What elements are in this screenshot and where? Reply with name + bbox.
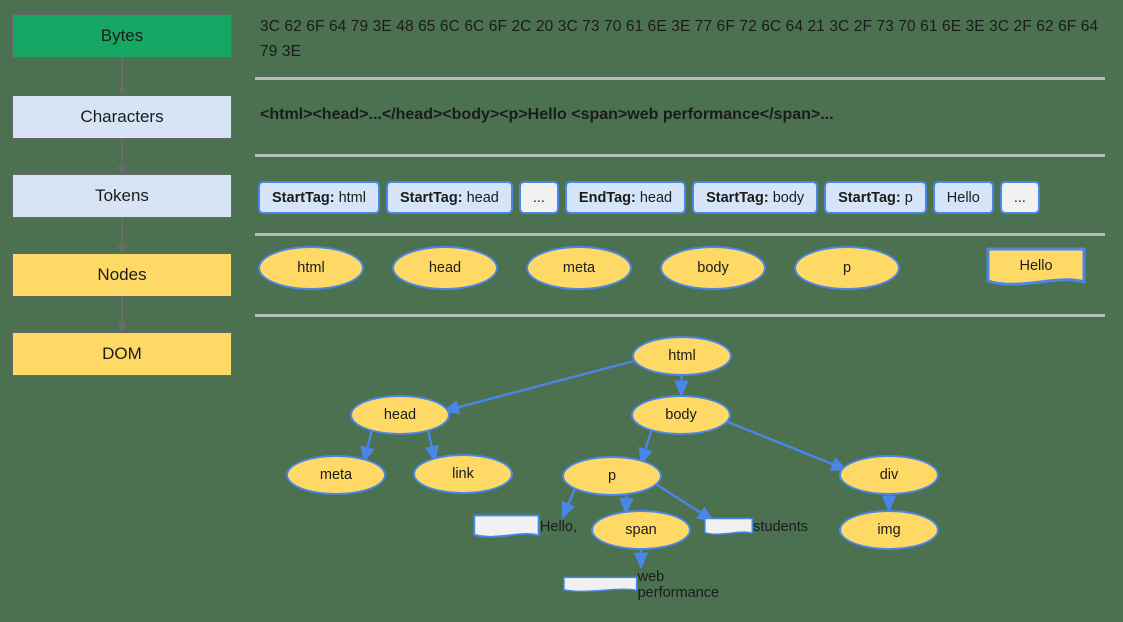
token-kind: StartTag: — [272, 189, 335, 206]
pipeline-step-label: Tokens — [95, 186, 149, 205]
tree-node-label: p — [607, 468, 617, 484]
pipeline-step-characters: Characters — [12, 95, 232, 139]
pipeline-step-label: DOM — [102, 344, 142, 363]
tree-node-img[interactable]: img — [839, 510, 939, 550]
tree-node-label: meta — [319, 467, 353, 483]
tree-node-p[interactable]: p — [562, 456, 662, 496]
tree-node-label: Hello, — [539, 519, 577, 535]
divider-0 — [255, 77, 1105, 80]
tree-node-label: html — [668, 348, 696, 364]
node-label: html — [297, 260, 325, 276]
token-value: head — [639, 189, 673, 206]
pipeline-arrow-1 — [117, 139, 127, 174]
token-kind: EndTag: — [578, 189, 636, 206]
tree-node-label: img — [877, 522, 901, 538]
pipeline-step-label: Characters — [80, 107, 164, 126]
node-label: head — [428, 260, 462, 276]
tree-node-label: body — [665, 407, 697, 423]
tree-node-link[interactable]: link — [413, 454, 513, 494]
node-text-hello[interactable]: Hello — [986, 247, 1086, 289]
tree-node-label: head — [383, 407, 417, 423]
pipeline-step-dom: DOM — [12, 332, 232, 376]
node-row: html head meta body p Hello — [258, 246, 1086, 290]
token-chip[interactable]: StartTag:head — [385, 181, 513, 214]
node-row-spacer — [928, 268, 958, 269]
token-chip[interactable]: ... — [999, 181, 1040, 214]
token-chip[interactable]: StartTag:html — [258, 181, 380, 214]
tree-node-label: div — [879, 467, 899, 483]
tree-node-label: link — [452, 466, 474, 482]
node-ellipse-body[interactable]: body — [660, 246, 766, 290]
pipeline-step-label: Nodes — [97, 265, 147, 284]
token-chip[interactable]: EndTag:head — [564, 181, 687, 214]
token-kind: StartTag: — [706, 189, 769, 206]
pipeline-arrow-2 — [117, 218, 127, 253]
pipeline-arrow-3 — [117, 297, 127, 332]
tree-node-head[interactable]: head — [350, 395, 450, 435]
tree-node-meta[interactable]: meta — [286, 455, 386, 495]
divider-2 — [255, 233, 1105, 236]
pipeline-step-bytes: Bytes — [12, 14, 232, 58]
node-ellipse-p[interactable]: p — [794, 246, 900, 290]
token-chip[interactable]: StartTag:p — [824, 181, 927, 214]
token-value: ... — [532, 189, 545, 206]
pipeline-step-tokens: Tokens — [12, 174, 232, 218]
tree-node-label: span — [625, 522, 657, 538]
tree-node-webp[interactable]: web performance — [563, 567, 719, 603]
tree-node-stud[interactable]: students — [704, 507, 808, 547]
token-kind: StartTag: — [399, 189, 463, 206]
tree-edge — [424, 427, 439, 463]
tree-edge — [360, 427, 375, 464]
characters-markup-text: <html><head>...</head><body><p>Hello <sp… — [260, 106, 834, 123]
node-label: Hello — [1019, 258, 1053, 274]
tree-node-label: students — [753, 519, 808, 535]
tree-node-span[interactable]: span — [591, 510, 691, 550]
token-value: p — [904, 189, 913, 206]
token-value: ... — [1013, 189, 1026, 206]
node-label: body — [697, 260, 729, 276]
tree-edge — [722, 418, 849, 471]
pipeline-step-nodes: Nodes — [12, 253, 232, 297]
divider-3 — [255, 314, 1105, 317]
token-value: html — [338, 189, 366, 206]
token-value: body — [772, 189, 805, 206]
node-ellipse-html[interactable]: html — [258, 246, 364, 290]
tree-node-hello[interactable]: Hello, — [473, 507, 577, 547]
tree-edge — [638, 426, 654, 466]
node-ellipse-head[interactable]: head — [392, 246, 498, 290]
token-value: head — [466, 189, 499, 206]
node-label: p — [842, 260, 852, 276]
tree-node-label: web performance — [637, 569, 720, 601]
token-value: Hello — [946, 189, 980, 206]
tree-node-div[interactable]: div — [839, 455, 939, 495]
node-ellipse-meta[interactable]: meta — [526, 246, 632, 290]
pipeline-step-label: Bytes — [100, 26, 144, 45]
token-chip[interactable]: Hello — [932, 181, 994, 214]
divider-1 — [255, 154, 1105, 157]
token-chip[interactable]: StartTag:body — [692, 181, 819, 214]
pipeline-arrow-0 — [117, 58, 127, 95]
tree-edge — [442, 358, 639, 415]
tree-node-html[interactable]: html — [632, 336, 732, 376]
tree-node-body[interactable]: body — [631, 395, 731, 435]
token-kind: StartTag: — [838, 189, 901, 206]
node-label: meta — [562, 260, 596, 276]
token-chip[interactable]: ... — [518, 181, 559, 214]
bytes-hex-text: 3C 62 6F 64 79 3E 48 65 6C 6C 6F 2C 20 3… — [260, 18, 1099, 60]
